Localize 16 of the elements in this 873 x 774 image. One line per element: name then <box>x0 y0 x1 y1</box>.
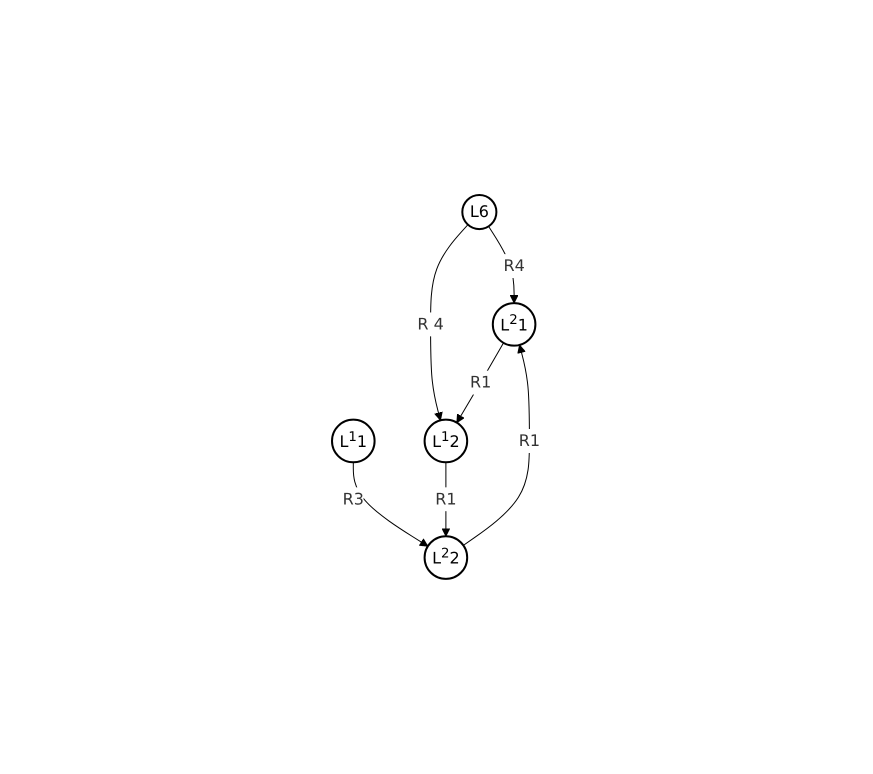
edge-label: R1 <box>519 431 541 450</box>
node-circle: L$^{1}$1 <box>331 418 376 464</box>
arrow <box>430 224 469 421</box>
node-circle: L$^{1}$2 <box>424 418 469 464</box>
edge-label: R4 <box>504 256 526 276</box>
arrow <box>353 462 429 547</box>
edge-label: R 4 <box>418 314 444 334</box>
edge-label: R3 <box>343 489 364 508</box>
node-circle: L$^{2}$1 <box>492 302 537 347</box>
arrow <box>463 344 530 546</box>
node-circle: L6 <box>462 194 498 230</box>
arrow <box>442 462 451 537</box>
edge-label: R1 <box>436 489 457 508</box>
node-circle: L$^{2}$2 <box>424 535 469 580</box>
edge-label: R1 <box>470 372 492 392</box>
arrow <box>456 342 504 424</box>
